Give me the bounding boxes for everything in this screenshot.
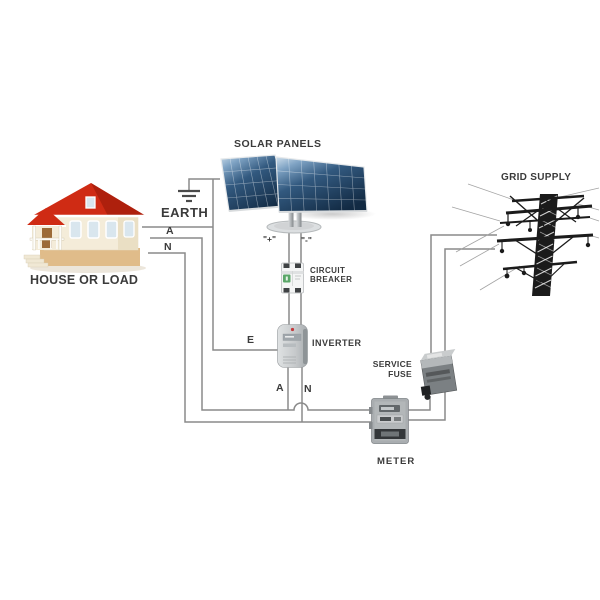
inverter-device bbox=[277, 324, 308, 368]
railing-picket bbox=[56, 240, 58, 249]
service-fuse-label-line2: FUSE bbox=[388, 368, 412, 379]
panel-pole bbox=[288, 205, 294, 227]
fuse-top-band bbox=[420, 355, 453, 369]
dc-negative-label: "-" bbox=[301, 235, 312, 245]
porch-post bbox=[32, 225, 36, 251]
circuit-breaker-device bbox=[281, 262, 304, 294]
service-fuse-label-line1: SERVICE bbox=[372, 359, 412, 369]
breaker-lever-slot bbox=[285, 276, 288, 281]
house-window bbox=[123, 220, 135, 238]
solar-panel-right bbox=[275, 156, 368, 213]
railing-picket bbox=[50, 240, 52, 249]
ground-symbol-icon bbox=[178, 189, 200, 203]
panel-pole bbox=[296, 207, 302, 227]
circuit-breaker-label-line1: CIRCUIT bbox=[310, 266, 346, 275]
breaker-terminal bbox=[295, 288, 301, 293]
wire-earth-to-panel-frame bbox=[188, 178, 220, 191]
meter-digits bbox=[381, 407, 394, 410]
inverter-side-strip bbox=[303, 329, 308, 364]
fuse-detail bbox=[425, 369, 451, 377]
inverter-led bbox=[290, 327, 295, 332]
meter-window bbox=[380, 417, 391, 421]
inverter-label: INVERTER bbox=[312, 338, 362, 348]
house-roof-shade bbox=[91, 183, 146, 216]
grid-supply-label: GRID SUPPLY bbox=[501, 172, 572, 183]
solar-panel-left bbox=[220, 154, 289, 212]
wire-label-house-active: A bbox=[166, 225, 174, 237]
panel-mount-base-inner bbox=[274, 222, 314, 230]
wiring bbox=[142, 178, 497, 423]
fuse-connector-knob bbox=[424, 393, 431, 400]
meter-lower-detail bbox=[381, 431, 399, 437]
house-or-load-label: HOUSE OR LOAD bbox=[30, 273, 139, 287]
circuit-breaker-label: CIRCUIT BREAKER bbox=[310, 266, 353, 285]
house-foundation bbox=[40, 248, 140, 266]
inverter-display-text bbox=[285, 336, 294, 338]
grid-tower-illustration bbox=[451, 183, 600, 296]
fuse-detail bbox=[426, 376, 451, 383]
solar-panels-label: SOLAR PANELS bbox=[234, 138, 322, 150]
inverter-vents bbox=[283, 356, 296, 364]
railing-picket bbox=[38, 240, 40, 249]
circuit-breaker-label-line2: BREAKER bbox=[310, 274, 353, 284]
service-fuse-device bbox=[420, 348, 458, 400]
wire-earth-to-inverter bbox=[212, 179, 278, 351]
fuse-label bbox=[426, 352, 443, 359]
wire-house-active-rail bbox=[150, 237, 372, 411]
tower-crossarms bbox=[496, 194, 594, 283]
house-window bbox=[87, 220, 100, 239]
house-porch-roof bbox=[26, 208, 66, 226]
breaker-terminal bbox=[295, 263, 301, 268]
wire-meter-to-fuse bbox=[408, 396, 431, 411]
fuse-connector bbox=[420, 385, 432, 396]
wire-house-neutral-rail bbox=[148, 252, 372, 423]
wire-label-house-neutral: N bbox=[164, 241, 172, 253]
house-porch-railing bbox=[29, 237, 65, 241]
meter-window bbox=[394, 417, 401, 421]
wire-fuse-to-grid bbox=[430, 234, 497, 353]
inverter-label-strip bbox=[283, 343, 296, 347]
porch-post bbox=[58, 225, 62, 251]
breaker-terminal bbox=[283, 263, 290, 268]
house-step bbox=[27, 262, 49, 268]
meter-knob bbox=[369, 422, 373, 429]
meter-knob bbox=[369, 407, 373, 414]
breaker-terminal bbox=[283, 288, 290, 293]
solar-panels-illustration bbox=[220, 154, 376, 234]
house-illustration bbox=[23, 183, 146, 273]
dc-positive-label: "+" bbox=[263, 234, 277, 244]
wire-meter-neutral-to-grid bbox=[408, 248, 495, 421]
house-step bbox=[25, 258, 45, 264]
meter-label: METER bbox=[377, 456, 416, 467]
house-step bbox=[23, 254, 41, 260]
wire-label-inverter-earth: E bbox=[247, 334, 255, 346]
meter-device bbox=[369, 395, 409, 444]
house-window bbox=[69, 220, 82, 239]
house-window bbox=[105, 220, 118, 239]
wire-label-inverter-neutral: N bbox=[304, 383, 312, 395]
house-gable-window bbox=[85, 196, 96, 209]
wire-label-inverter-active: A bbox=[276, 382, 284, 394]
earth-label: EARTH bbox=[161, 205, 209, 220]
service-fuse-label: SERVICE FUSE bbox=[370, 359, 412, 379]
